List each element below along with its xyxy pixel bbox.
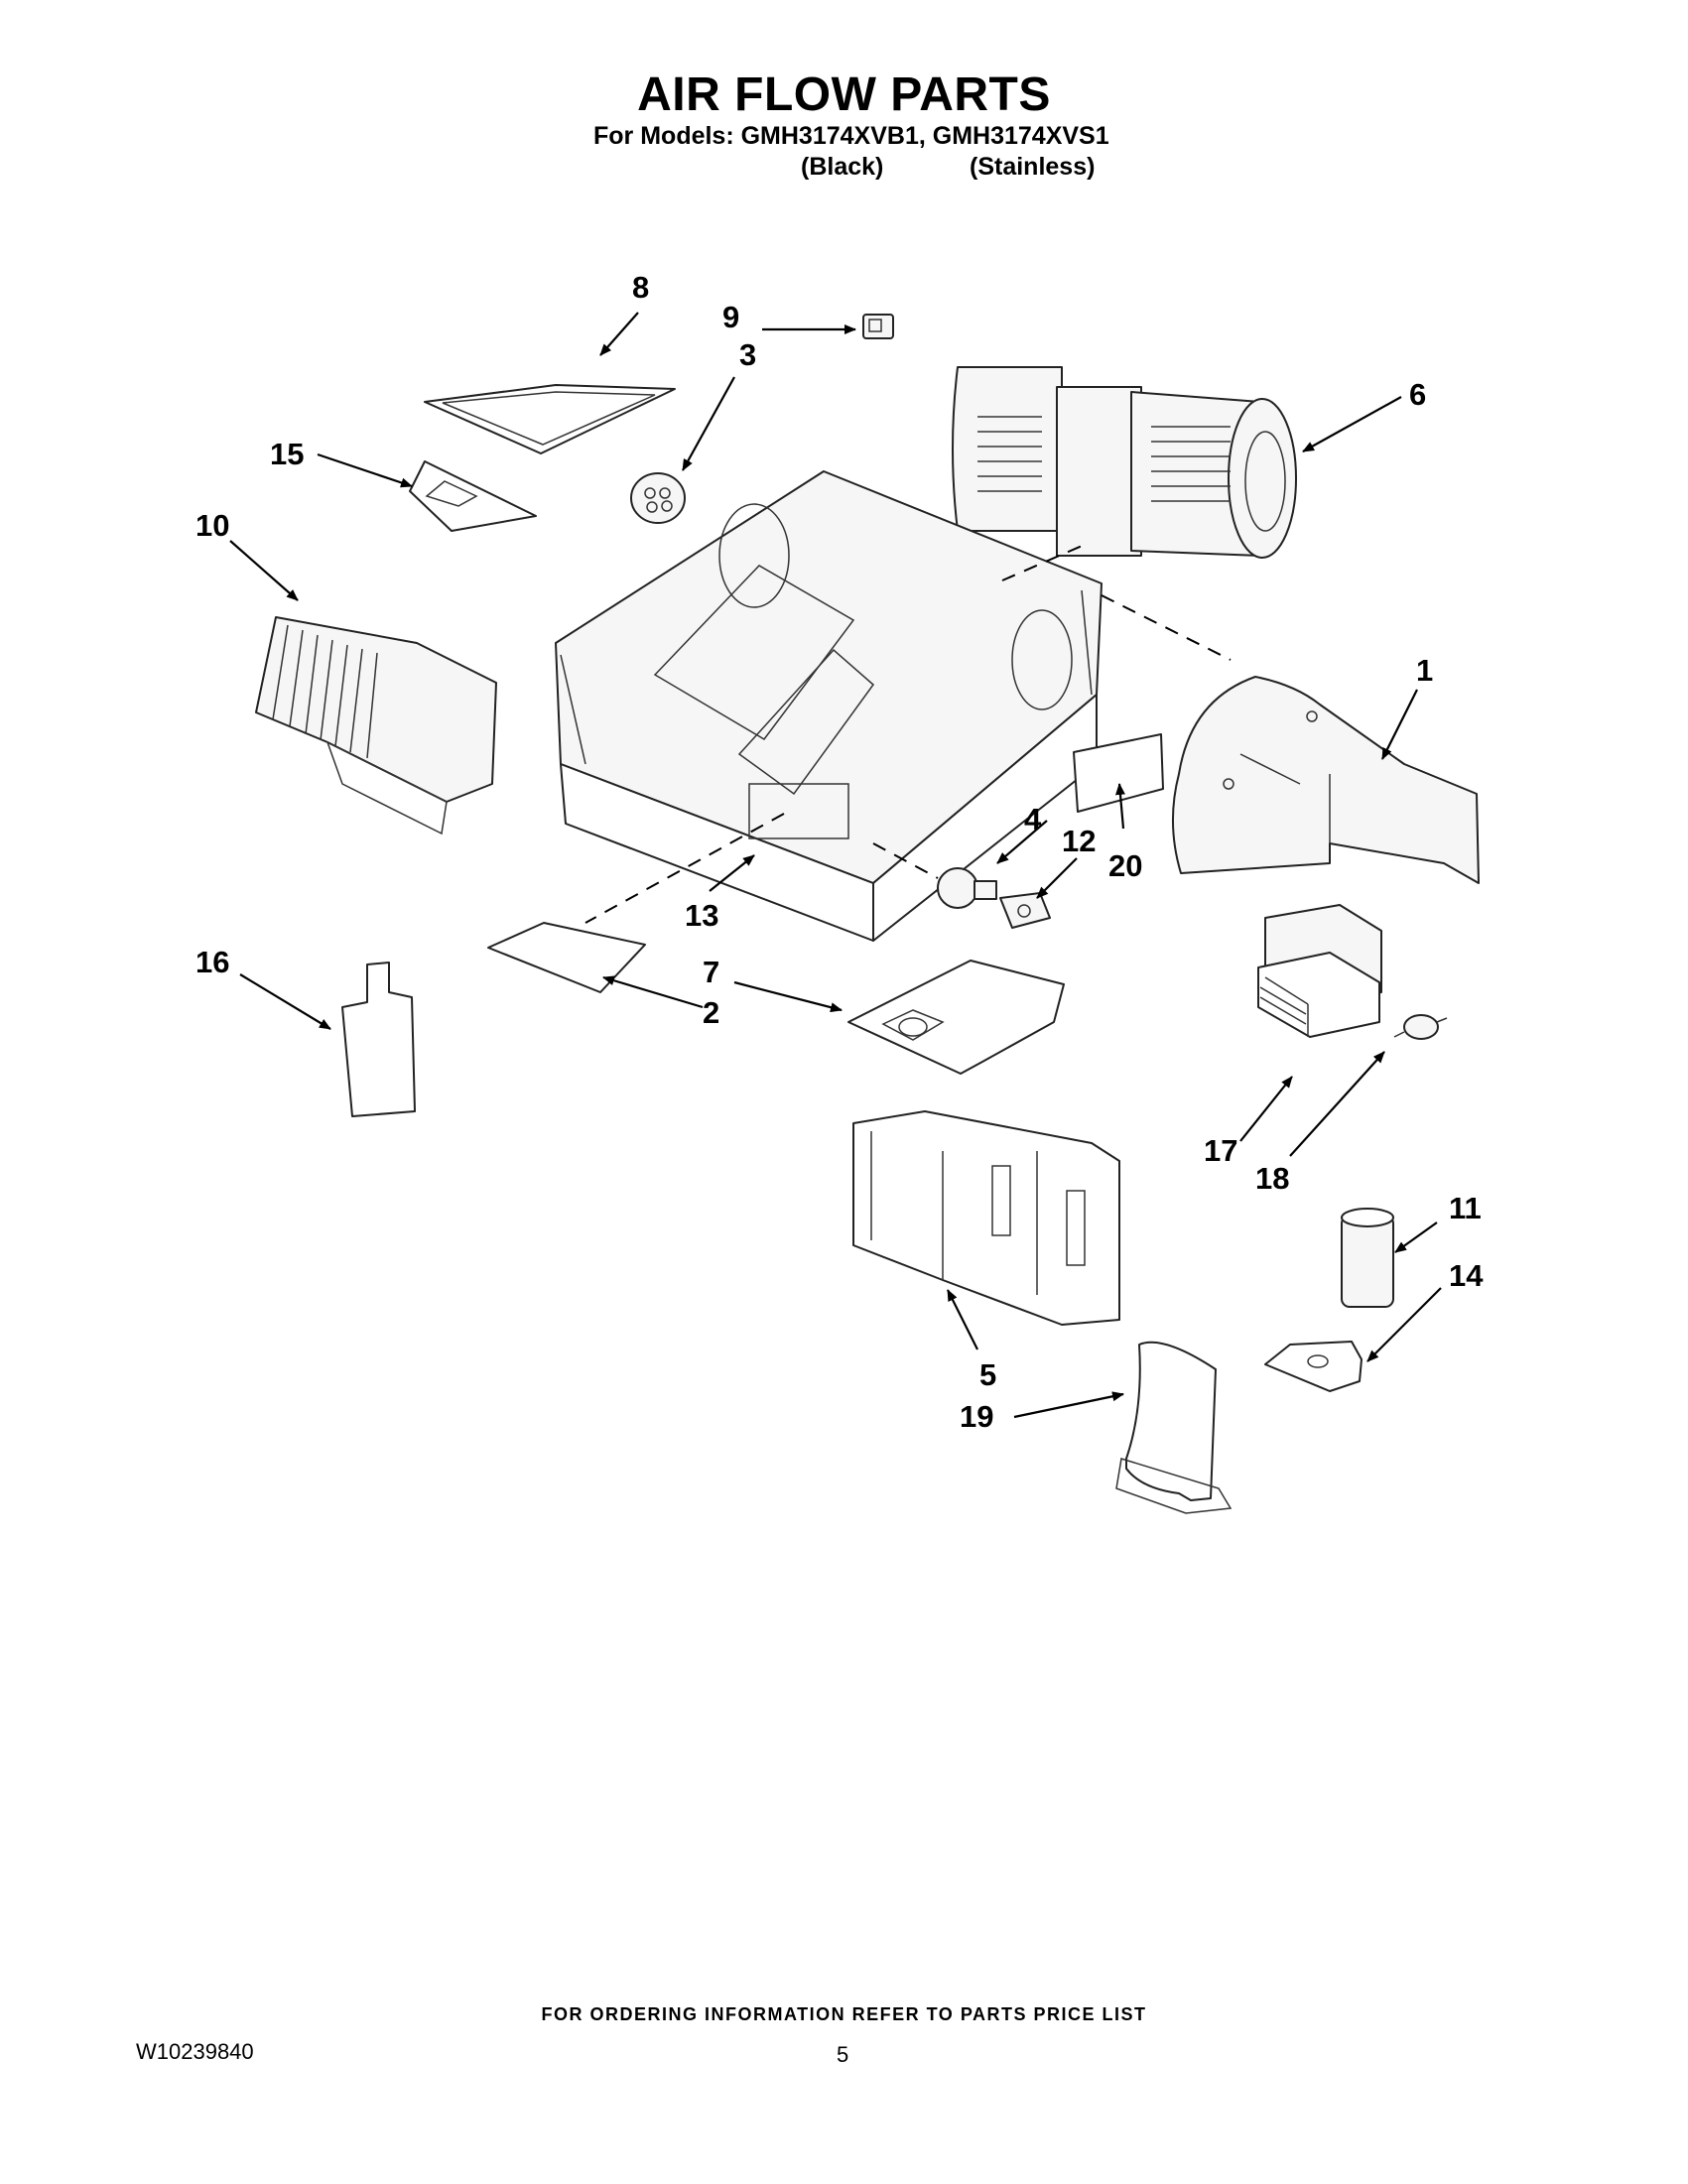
callout-18: 18: [1255, 1161, 1290, 1196]
document-number: W10239840: [136, 2039, 254, 2064]
callout-16: 16: [195, 945, 230, 979]
part-3-damper: [630, 472, 686, 524]
part-4-lamp: [937, 867, 997, 909]
callout-7: 7: [703, 955, 720, 989]
callout-14: 14: [1449, 1258, 1484, 1293]
assembly-dashed-lines: [584, 543, 1232, 924]
part-18-thermal-protector: [1393, 1014, 1448, 1040]
variant-stainless: (Stainless): [970, 153, 1096, 181]
part-5-tray: [852, 1110, 1120, 1326]
callout-12: 12: [1062, 824, 1097, 858]
callout-8: 8: [632, 270, 650, 305]
page-title: AIR FLOW PARTS: [637, 68, 1051, 121]
callout-10: 10: [195, 508, 230, 543]
callout-5: 5: [979, 1357, 997, 1392]
part-15-plate: [409, 460, 537, 532]
part-16-bracket: [341, 962, 416, 1117]
part-11-capacitor: [1341, 1208, 1394, 1308]
part-8-filter-frame: [424, 384, 676, 454]
callout-leader-arrows: [229, 312, 1442, 1419]
callout-6: 6: [1409, 377, 1427, 412]
base-cavity-housing: [555, 470, 1103, 942]
part-2-cover-plate: [487, 922, 646, 993]
callout-19: 19: [960, 1399, 994, 1434]
callout-1: 1: [1416, 653, 1434, 688]
part-17-transformer: [1257, 904, 1382, 1038]
callout-3: 3: [739, 337, 757, 372]
part-12-lamp-socket: [999, 892, 1051, 929]
part-10-vent-duct: [255, 616, 497, 835]
callout-2: 2: [703, 995, 720, 1030]
part-19-duct: [1115, 1341, 1233, 1514]
variant-black: (Black): [801, 153, 884, 181]
callout-15: 15: [270, 437, 305, 471]
callout-17: 17: [1204, 1133, 1238, 1168]
part-7-plate: [847, 960, 1065, 1075]
part-1-air-guide: [1171, 676, 1480, 884]
callout-20: 20: [1108, 848, 1143, 883]
ordering-info-note: FOR ORDERING INFORMATION REFER TO PARTS …: [541, 2004, 1147, 2024]
part-14-bracket: [1264, 1341, 1363, 1392]
part-9-connector: [862, 314, 894, 339]
callout-13: 13: [685, 898, 719, 933]
page-number: 5: [837, 2042, 849, 2067]
part-6-blower-assembly: [952, 366, 1297, 559]
callout-4: 4: [1024, 802, 1042, 836]
callout-9: 9: [722, 300, 740, 334]
models-line: For Models: GMH3174XVB1, GMH3174XVS1: [593, 122, 1109, 150]
part-20-plate: [1073, 733, 1164, 813]
callout-11: 11: [1449, 1191, 1482, 1225]
